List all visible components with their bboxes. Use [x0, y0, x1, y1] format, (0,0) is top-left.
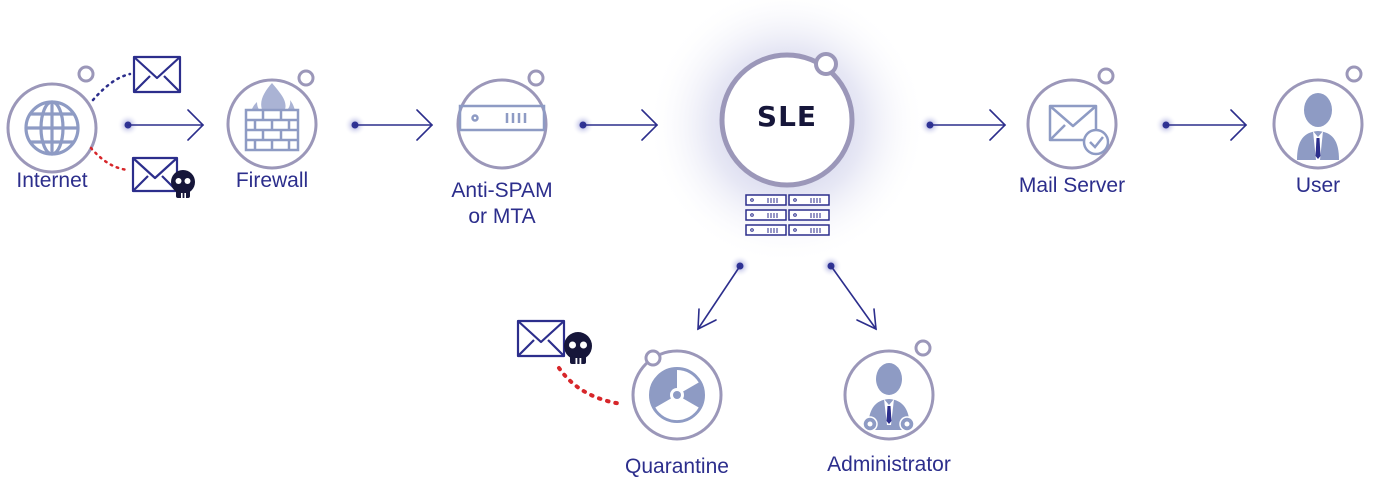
envelope-icon: [516, 319, 566, 358]
antispam-label-line2: or MTA: [468, 205, 536, 228]
globe-icon: [24, 100, 80, 156]
skull-icon: [564, 332, 592, 364]
antispam-label: Anti-SPAM or MTA: [432, 178, 572, 230]
envelope-icon: [132, 55, 182, 94]
appliance-icon: [458, 104, 546, 132]
mail-check-icon: [1048, 104, 1110, 156]
user-icon: [1297, 93, 1339, 160]
sle-ring: [719, 52, 855, 188]
skull-icon: [171, 170, 195, 198]
internet-label: Internet: [16, 169, 88, 192]
server-rack-icon: [745, 194, 830, 236]
mail-server-label: Mail Server: [1018, 174, 1126, 197]
malicious-mail-link: [89, 146, 130, 172]
antispam-ring: [456, 78, 548, 170]
firewall-icon: [244, 83, 300, 152]
user-label: User: [1295, 174, 1341, 197]
firewall-label: Firewall: [235, 169, 309, 192]
flow-arrows: [127, 109, 1248, 331]
quarantine-link: [557, 366, 624, 406]
admin-icon: [862, 363, 915, 432]
quarantine-label: Quarantine: [625, 455, 729, 478]
sle-label: SLE: [756, 100, 818, 133]
administrator-label: Administrator: [827, 453, 951, 476]
envelope-icon: [131, 156, 179, 193]
antispam-label-line1: Anti-SPAM: [451, 179, 553, 202]
clean-mail-link: [91, 72, 132, 102]
radiation-icon: [649, 367, 705, 423]
